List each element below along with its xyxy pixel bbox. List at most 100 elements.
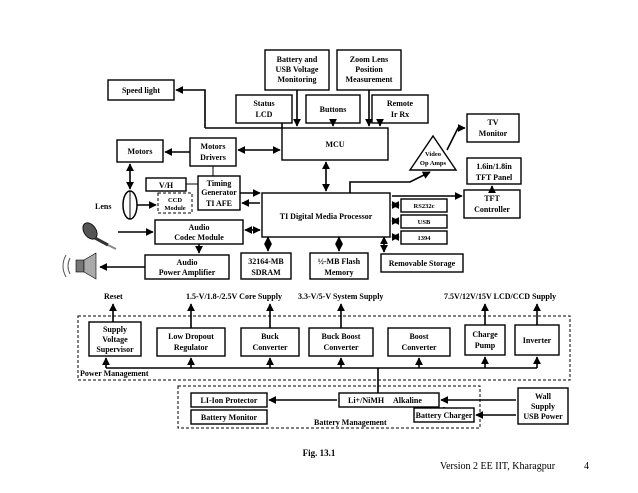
- video-amps-label-2: Op Amps: [420, 160, 447, 167]
- zoom-lens-label-2: Position: [355, 65, 383, 74]
- battery-monitor-label: Battery Monitor: [201, 413, 258, 422]
- battery-usb-label-1: Battery and: [277, 55, 318, 64]
- sdram-label-2: SDRAM: [251, 268, 281, 277]
- ti-dmp-label: TI Digital Media Processor: [280, 212, 373, 221]
- vh-block: V/H: [145, 177, 187, 192]
- motors-drivers-label-1: Motors: [201, 142, 226, 151]
- supervisor-label-2: Voltage: [102, 335, 128, 344]
- status-lcd-label-2: LCD: [256, 110, 273, 119]
- flash-memory-block: ½-MB Flash Memory: [309, 252, 369, 280]
- tft-panel-label-1: 1.6in/1.8in: [476, 162, 512, 171]
- vh-label: V/H: [159, 181, 174, 190]
- zoom-lens-label-1: Zoom Lens: [350, 55, 388, 64]
- battery-management-frame: Battery Management: [177, 385, 481, 429]
- audio-codec-block: Audio Codec Module: [154, 219, 244, 245]
- buttons-label: Buttons: [320, 105, 347, 114]
- audio-amp-label-2: Power Amplifier: [159, 268, 216, 277]
- motors-drivers-label-2: Drivers: [200, 153, 226, 162]
- lcd-ccd-supply-label: 7.5V/12V/15V LCD/CCD Supply: [444, 292, 556, 301]
- ti-afe-label: TI AFE: [206, 199, 232, 208]
- ieee1394-block: 1394: [400, 230, 448, 245]
- buck-boost-label-1: Buck Boost: [322, 332, 361, 341]
- rs232c-label: RS232c: [414, 203, 435, 210]
- ieee1394-label: 1394: [418, 235, 432, 242]
- ldo-label-1: Low Dropout: [168, 332, 214, 341]
- rs232c-block: RS232c: [400, 198, 448, 213]
- module-label: Module: [164, 205, 185, 212]
- audio-codec-label-1: Audio: [189, 223, 210, 232]
- alkaline-label: Alkaline: [393, 396, 422, 405]
- buck-boost-label-2: Converter: [323, 343, 359, 352]
- supervisor-label-3: Supervisor: [96, 345, 134, 354]
- tft-panel-label-2: TFT Panel: [476, 173, 513, 182]
- buttons-block: Buttons: [305, 94, 361, 124]
- video-op-amps: Video Op Amps: [408, 134, 458, 171]
- zoom-lens-block: Zoom Lens Position Measurement: [336, 49, 402, 91]
- status-lcd-label-1: Status: [253, 99, 274, 108]
- lens-icon: [122, 190, 138, 220]
- low-dropout-regulator-block: Low Dropout Regulator: [156, 327, 226, 357]
- reset-label: Reset: [104, 292, 123, 301]
- buck-boost-converter-block: Buck Boost Converter: [308, 327, 374, 357]
- power-management-title: Power Management: [80, 369, 149, 378]
- tft-panel-block: 1.6in/1.8in TFT Panel: [466, 157, 522, 185]
- wall-supply-label-3: USB Power: [523, 412, 563, 421]
- buck-label-1: Buck: [261, 332, 279, 341]
- wall-supply-label-2: Supply: [531, 402, 555, 411]
- li-nimh-label: Li+/NiMH: [348, 396, 385, 405]
- connectors-power: [102, 303, 541, 396]
- microphone-icon: [82, 222, 117, 250]
- battery-usb-label-2: USB Voltage: [276, 65, 319, 74]
- system-supply-label: 3.3-V/5-V System Supply: [298, 292, 383, 301]
- sdram-block: 32164-MB SDRAM: [240, 252, 292, 280]
- supervisor-label-1: Supply: [103, 325, 127, 334]
- motors-block: Motors: [116, 139, 164, 163]
- sdram-label-1: 32164-MB: [248, 257, 284, 266]
- usb-label: USB: [418, 219, 431, 226]
- battery-charger-block: Battery Charger: [413, 407, 475, 423]
- li-ion-label: LI-Ion Protector: [201, 396, 258, 405]
- ti-digital-media-processor-block: TI Digital Media Processor: [261, 192, 391, 238]
- wall-supply-label-1: Wall: [535, 392, 552, 401]
- lens-label: Lens: [95, 202, 111, 211]
- usb-block: USB: [400, 214, 448, 229]
- inverter-label: Inverter: [523, 336, 552, 345]
- remote-label-2: Ir Rx: [391, 110, 409, 119]
- remote-ir-block: Remote Ir Rx: [371, 94, 429, 124]
- buck-label-2: Converter: [252, 343, 288, 352]
- battery-chemistry-block: Li+/NiMH Alkaline: [338, 392, 440, 408]
- wall-supply-block: Wall Supply USB Power: [517, 387, 569, 425]
- speaker-icon: [62, 252, 97, 280]
- audio-power-amplifier-block: Audio Power Amplifier: [144, 254, 230, 280]
- battery-monitor-block: Battery Monitor: [190, 409, 268, 425]
- footer-credit: Version 2 EE IIT, Kharagpur: [440, 461, 556, 472]
- boost-label-1: Boost: [409, 332, 428, 341]
- boost-converter-block: Boost Converter: [387, 327, 451, 357]
- tft-controller-label-2: Controller: [474, 205, 510, 214]
- timing-generator-afe-block: Timing Generator TI AFE: [197, 175, 241, 211]
- ccd-label: CCD: [168, 197, 182, 204]
- buck-converter-block: Buck Converter: [240, 327, 300, 357]
- flash-label-1: ½-MB Flash: [318, 257, 361, 266]
- connectors-top: [99, 86, 496, 271]
- battery-charger-label: Battery Charger: [416, 411, 473, 420]
- video-amps-label-1: Video: [425, 151, 441, 158]
- li-ion-protector-block: LI-Ion Protector: [190, 392, 268, 408]
- timing-label-2: Generator: [201, 188, 237, 197]
- page-number: 4: [584, 461, 589, 472]
- power-management-frame: Power Management: [77, 315, 571, 381]
- core-supply-label: 1.5-V/1.8-/2.5V Core Supply: [186, 292, 282, 301]
- connectors-battery: [268, 396, 516, 419]
- figure-caption: Fig. 13.1: [303, 448, 336, 458]
- remote-label-1: Remote: [387, 99, 414, 108]
- tv-monitor-block: TV Monitor: [466, 113, 520, 143]
- flash-label-2: Memory: [324, 268, 353, 277]
- boost-label-2: Converter: [401, 343, 437, 352]
- removable-storage-block: Removable Storage: [380, 253, 464, 273]
- mcu-label: MCU: [325, 140, 344, 149]
- ccd-module-block: CCD Module: [157, 192, 193, 214]
- status-lcd-block: Status LCD: [235, 94, 293, 124]
- speed-light-block: Speed light: [107, 79, 175, 101]
- battery-usb-label-3: Monitoring: [277, 75, 316, 84]
